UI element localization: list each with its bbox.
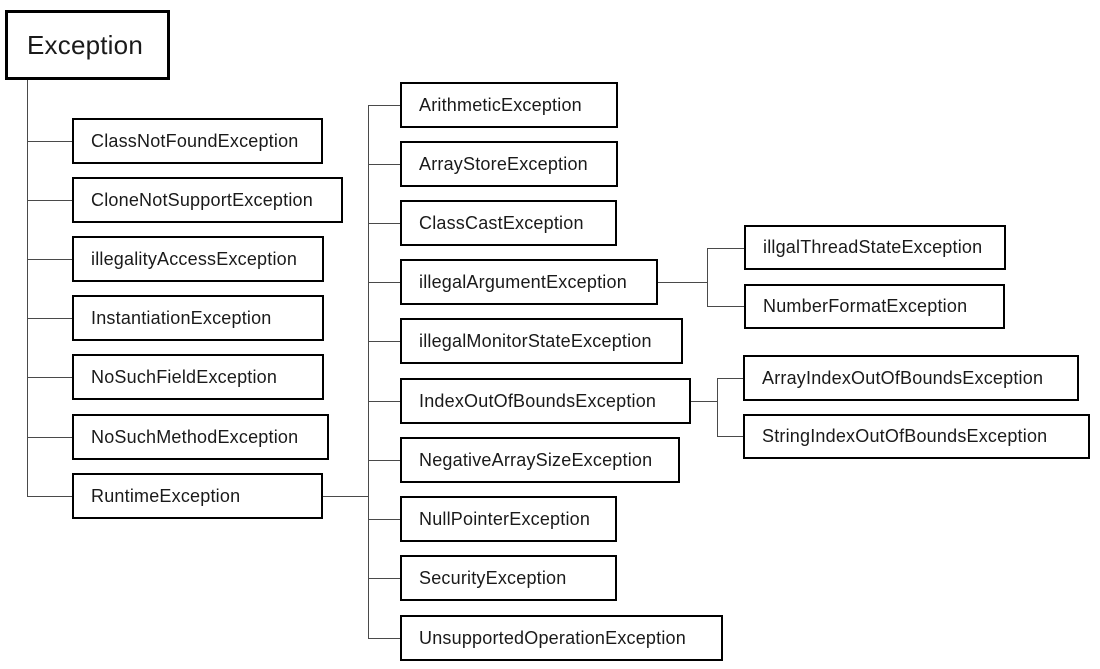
connector-line [707, 306, 744, 307]
node-nullpointerexception: NullPointerException [400, 496, 617, 542]
connector-line [368, 460, 400, 461]
connector-line [368, 341, 400, 342]
node-illgalthreadstateexception: illgalThreadStateException [744, 225, 1006, 270]
connector-line [368, 638, 400, 639]
node-arraystoreexception: ArrayStoreException [400, 141, 618, 187]
connector-line [27, 377, 72, 378]
node-numberformatexception: NumberFormatException [744, 284, 1005, 329]
connector-line [658, 282, 707, 283]
node-instantiationexception: InstantiationException [72, 295, 324, 341]
connector-line [691, 401, 717, 402]
connector-line [27, 496, 72, 497]
node-unsupportedoperationexception: UnsupportedOperationException [400, 615, 723, 661]
connector-line [27, 200, 72, 201]
connector-line [717, 378, 718, 437]
node-indexoutofboundsexception: IndexOutOfBoundsException [400, 378, 691, 424]
connector-line [717, 436, 743, 437]
node-illegalityaccessexception: illegalityAccessException [72, 236, 324, 282]
connector-line [368, 519, 400, 520]
node-classnotfoundexception: ClassNotFoundException [72, 118, 323, 164]
node-arrayindexoutofboundsexception: ArrayIndexOutOfBoundsException [743, 355, 1079, 401]
node-nosuchmethodexception: NoSuchMethodException [72, 414, 329, 460]
node-securityexception: SecurityException [400, 555, 617, 601]
node-arithmeticexception: ArithmeticException [400, 82, 618, 128]
connector-line [27, 318, 72, 319]
connector-line [323, 496, 368, 497]
connector-line [368, 105, 400, 106]
node-nosuchfieldexception: NoSuchFieldException [72, 354, 324, 400]
connector-line [368, 164, 400, 165]
connector-line [27, 259, 72, 260]
node-exception: Exception [5, 10, 170, 80]
connector-line [27, 80, 28, 496]
node-clonenotsupportexception: CloneNotSupportException [72, 177, 343, 223]
connector-line [368, 282, 400, 283]
node-classcastexception: ClassCastException [400, 200, 617, 246]
connector-line [707, 248, 708, 307]
node-illegalargumentexception: illegalArgumentException [400, 259, 658, 305]
connector-line [707, 248, 744, 249]
node-negativearraysizeexception: NegativeArraySizeException [400, 437, 680, 483]
connector-line [368, 223, 400, 224]
node-illegalmonitorstateexception: illegalMonitorStateException [400, 318, 683, 364]
node-stringindexoutofboundsexception: StringIndexOutOfBoundsException [743, 414, 1090, 459]
connector-line [368, 578, 400, 579]
connector-line [27, 141, 72, 142]
connector-line [717, 378, 743, 379]
node-runtimeexception: RuntimeException [72, 473, 323, 519]
connector-line [368, 105, 369, 638]
connector-line [368, 401, 400, 402]
connector-line [27, 437, 72, 438]
